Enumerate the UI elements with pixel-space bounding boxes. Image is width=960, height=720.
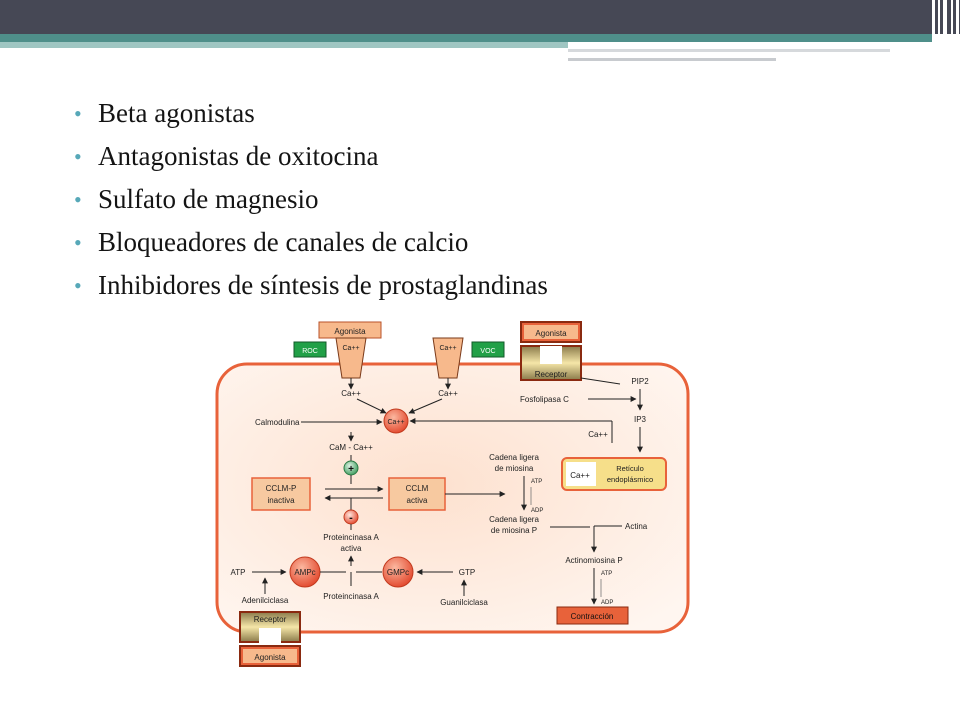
calcium-node bbox=[383, 408, 409, 434]
diagram-label: CaM - Ca++ bbox=[329, 443, 373, 452]
diagram-label: Adenilciclasa bbox=[242, 596, 289, 605]
bullet-icon: • bbox=[74, 230, 82, 255]
bullet-icon: • bbox=[74, 273, 82, 298]
diagram-label: Bloqueadores de canales de calcio bbox=[98, 227, 469, 257]
diagram-label: + bbox=[348, 464, 354, 475]
bullet-icon: • bbox=[74, 187, 82, 212]
diagram-label: Actinomiosina P bbox=[565, 556, 622, 565]
bullet-icon: • bbox=[74, 101, 82, 126]
diagram-label: ATP bbox=[231, 568, 246, 577]
voc-label-box bbox=[471, 341, 505, 358]
diagram-label: Ca++ bbox=[438, 389, 458, 398]
diagram-label: Cadena ligera bbox=[489, 453, 539, 462]
cclm-p-box bbox=[251, 477, 311, 511]
diagram-label: Guanilciclasa bbox=[440, 598, 488, 607]
diagram-label: Proteincinasa A bbox=[323, 533, 379, 542]
diagram-label: Fosfolipasa C bbox=[520, 395, 569, 404]
diagram-label: ADP bbox=[601, 600, 613, 606]
corner-decoration bbox=[932, 0, 960, 60]
diagram-label: ATP bbox=[601, 571, 612, 577]
diagram-label: GMPc bbox=[387, 568, 409, 577]
diagram-label: ADP bbox=[531, 508, 543, 514]
bullet-item: • Antagonistas de oxitocina bbox=[70, 135, 548, 178]
diagram-label: endoplásmico bbox=[607, 475, 653, 484]
divider-line-short bbox=[568, 58, 776, 61]
diagram-label: Contracción bbox=[571, 612, 614, 621]
bullet-item: • Sulfato de magnesio bbox=[70, 178, 548, 221]
diagram-label: PIP2 bbox=[631, 377, 649, 386]
diagram-label: AMPc bbox=[294, 568, 315, 577]
diagram-label: Receptor bbox=[254, 615, 287, 624]
diagram-label: ATP bbox=[531, 479, 542, 485]
divider-line bbox=[568, 49, 890, 52]
diagram-label: Agonista bbox=[535, 329, 567, 338]
diagram-label: GTP bbox=[459, 568, 475, 577]
diagram-label: de miosina bbox=[495, 464, 534, 473]
diagram-label: ROC bbox=[302, 348, 318, 355]
diagram-label: Ca++ bbox=[439, 345, 456, 352]
diagram-label: Actina bbox=[625, 522, 648, 531]
bullet-icon: • bbox=[74, 144, 82, 169]
contraccion-box bbox=[556, 606, 629, 625]
diagram-label: - bbox=[349, 512, 353, 524]
diagram-label: de miosina P bbox=[491, 526, 537, 535]
accent-band-light bbox=[0, 42, 568, 48]
diagram-label: Sulfato de magnesio bbox=[98, 184, 319, 214]
diagram-label: Ca++ bbox=[342, 345, 359, 352]
diagram-label: IP3 bbox=[634, 415, 647, 424]
diagram-label: Beta agonistas bbox=[98, 98, 255, 128]
diagram-label: CCLM bbox=[406, 484, 429, 493]
accent-band bbox=[0, 34, 935, 42]
diagram-label: Cadena ligera bbox=[489, 515, 539, 524]
bullet-item: • Inhibidores de síntesis de prostaglandi… bbox=[70, 264, 548, 307]
diagram-label: Calmodulina bbox=[255, 418, 300, 427]
bullet-item: • Bloqueadores de canales de calcio bbox=[70, 221, 548, 264]
title-bar bbox=[0, 0, 960, 34]
diagram-label: Ca++ bbox=[387, 419, 404, 426]
diagram-label: Ca++ bbox=[588, 430, 608, 439]
diagram-label: Proteincinasa A bbox=[323, 592, 379, 601]
cclm-box bbox=[388, 477, 446, 511]
diagram-label: Ca++ bbox=[570, 471, 590, 480]
roc-label-box bbox=[293, 341, 327, 358]
diagram-label: Agonista bbox=[254, 653, 286, 662]
gmpc-node bbox=[382, 556, 414, 588]
bullet-list: • Beta agonistas • Antagonistas de oxitoci… bbox=[70, 92, 548, 307]
diagram-label: activa bbox=[407, 496, 428, 505]
diagram-label: Antagonistas de oxitocina bbox=[98, 141, 379, 171]
bullet-item: • Beta agonistas bbox=[70, 92, 548, 135]
voc-channel-icon bbox=[432, 337, 464, 379]
diagram-label: inactiva bbox=[267, 496, 295, 505]
roc-channel-icon bbox=[335, 337, 367, 379]
diagram-label: VOC bbox=[480, 348, 495, 355]
diagram-label: Ca++ bbox=[341, 389, 361, 398]
diagram-label: Agonista bbox=[334, 327, 366, 336]
diagram-label: Receptor bbox=[535, 370, 568, 379]
diagram-label: activa bbox=[341, 544, 362, 553]
diagram-label: CCLM-P bbox=[266, 484, 297, 493]
diagram-label: Retículo bbox=[616, 464, 644, 473]
diagram-label: Inhibidores de síntesis de prostaglandin… bbox=[98, 270, 548, 300]
